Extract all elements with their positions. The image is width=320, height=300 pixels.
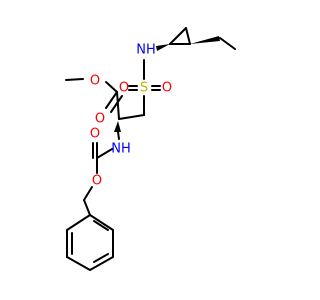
atom-nh-sulfonamide: NH — [136, 43, 156, 58]
bond-ring-6 — [66, 214, 91, 231]
bonds — [65, 27, 236, 271]
bond-ring-3 — [89, 256, 114, 271]
bond-ring-inner-2 — [93, 253, 109, 263]
bond-nh-carbamate-carbonyl — [96, 148, 113, 159]
bond-ring-4 — [66, 256, 91, 271]
bond-cp-c1-c2 — [169, 27, 187, 45]
bond-ester-carbonyl-double-a — [105, 91, 118, 109]
wedge-cp-ethyl — [190, 36, 220, 44]
atom-o-ester-single: O — [90, 74, 100, 89]
atom-o-sulfonyl-right: O — [162, 81, 172, 96]
atom-nh-carbamate: NH — [111, 142, 131, 157]
atom-labels: O O S O O NH NH O O — [90, 43, 172, 189]
bond-oester-carbonyl — [105, 81, 118, 93]
bond-benzyl-ch2-ring — [83, 199, 91, 216]
atom-o-carbamate-single: O — [92, 174, 102, 189]
bond-carbonyl-alpha — [116, 91, 120, 120]
stereo-bonds — [114, 36, 220, 140]
atom-o-carbamate-double: O — [90, 127, 100, 142]
bond-alpha-nh-lower — [117, 131, 120, 140]
atom-o-ester-double: O — [95, 112, 105, 127]
bond-ring-1 — [89, 214, 114, 231]
wedge-alpha-nh — [114, 121, 121, 132]
bond-cp-c2-c3 — [185, 27, 191, 45]
molecule-structure: O O S O O NH NH O O — [65, 27, 236, 271]
bond-ester-carbonyl-double-b — [110, 95, 123, 113]
atom-sulfur: S — [140, 81, 148, 96]
wedge-cp-nh — [156, 44, 170, 51]
bond-alpha-ch2 — [118, 114, 145, 120]
bond-ring-inner-1 — [93, 220, 109, 231]
bond-ocarbamate-benzyl-ch2 — [83, 186, 93, 201]
bond-methyl-oester — [65, 78, 84, 81]
atom-o-sulfonyl-left: O — [119, 81, 129, 96]
bond-ethyl-ch2-ch3 — [219, 37, 236, 50]
